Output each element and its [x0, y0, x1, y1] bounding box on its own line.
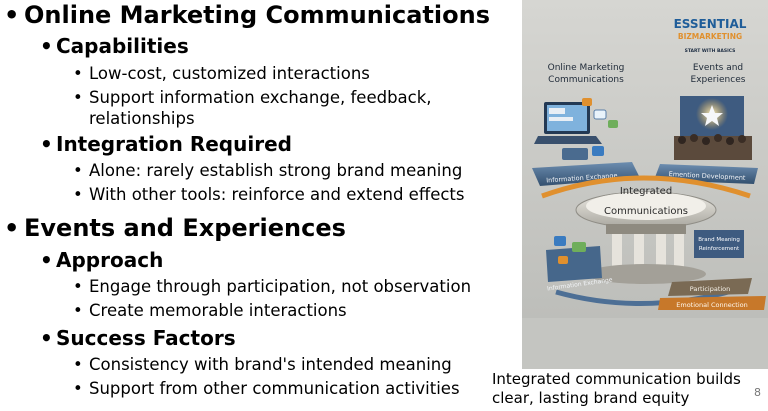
logo-subtext: BIZMARKETING — [678, 32, 742, 41]
bullet-marker: • — [73, 64, 83, 83]
heading-success-factors: •Success Factors — [40, 326, 236, 350]
illustration-svg: ESSENTIAL BIZMARKETING START WITH BASICS… — [522, 0, 768, 369]
bullet-item: •With other tools: reinforce and extend … — [73, 185, 465, 204]
laptop-base — [534, 136, 602, 144]
section-title-events: •Events and Experiences — [4, 214, 346, 242]
participation-tile — [668, 278, 752, 296]
right-column-title: Events and — [693, 63, 743, 73]
image-caption: Integrated communication builds clear, l… — [492, 370, 741, 407]
bullet-marker: • — [73, 185, 83, 204]
mail-icon — [592, 146, 604, 156]
bullet-marker: • — [73, 379, 83, 398]
pillar — [612, 234, 622, 270]
pedestal-base — [586, 264, 706, 284]
heading-integration-required: •Integration Required — [40, 132, 292, 156]
integrated-communications-illustration: ESSENTIAL BIZMARKETING START WITH BASICS… — [522, 0, 768, 369]
pillar — [656, 234, 666, 270]
bullet-marker: • — [73, 277, 83, 296]
pillar — [634, 234, 644, 270]
like-icon — [608, 120, 618, 128]
bullet-marker: • — [40, 326, 53, 350]
connection-arrow — [541, 175, 751, 199]
star-icon — [701, 105, 723, 126]
heading-capabilities: •Capabilities — [40, 34, 189, 58]
chat-bubble-icon — [593, 109, 607, 120]
bullet-marker: • — [4, 1, 20, 29]
phone-icon — [562, 148, 588, 160]
brand-meaning-label-line2: Reinforcement — [699, 246, 740, 252]
audience-member — [702, 137, 710, 145]
pedestal-band — [606, 224, 686, 234]
bullet-marker: • — [40, 132, 53, 156]
bullet-item: •Support information exchange, feedback,… — [73, 88, 432, 128]
logo-text: ESSENTIAL — [674, 17, 747, 31]
left-column-title: Online Marketing — [548, 63, 625, 73]
check-icon — [572, 242, 586, 252]
emotional-connection-label: Emotional Connection — [676, 301, 748, 309]
section-title-online-marketing: •Online Marketing Communications — [4, 1, 490, 29]
bullet-marker: • — [40, 34, 53, 58]
connection-arrow — [555, 287, 737, 306]
center-label-line2: Communications — [604, 206, 688, 217]
brand-meaning-panel — [694, 230, 744, 258]
bullet-item: •Create memorable interactions — [73, 301, 347, 320]
bullet-item: •Alone: rarely establish strong brand me… — [73, 161, 463, 180]
bullet-item: •Engage through participation, not obser… — [73, 277, 472, 296]
bullet-marker: • — [73, 355, 83, 374]
illustration-background — [522, 0, 768, 369]
lower-left-block — [546, 246, 602, 282]
bullet-item: •Consistency with brand's intended meani… — [73, 355, 452, 374]
bullet-marker: • — [73, 88, 83, 107]
right-column-title-line2: Experiences — [691, 75, 746, 85]
heart-icon — [558, 256, 568, 264]
thumbs-up-icon — [554, 236, 566, 246]
participation-label: Participation — [690, 285, 731, 293]
bullet-marker: • — [73, 301, 83, 320]
audience-member — [678, 136, 686, 144]
bullet-item: •Low-cost, customized interactions — [73, 64, 370, 83]
logo-tagline: START WITH BASICS — [685, 48, 736, 54]
laptop-card — [549, 117, 573, 121]
notification-icon — [582, 98, 592, 106]
laptop-card — [549, 108, 565, 114]
audience-member — [726, 137, 734, 145]
center-label: Integrated — [620, 186, 672, 197]
pedestal-surface — [586, 192, 706, 220]
left-column-title-line2: Communications — [548, 75, 624, 85]
emotional-connection-tile — [658, 296, 766, 310]
pillar — [674, 234, 684, 270]
bullet-marker: • — [73, 161, 83, 180]
audience-member — [714, 134, 722, 142]
bullet-marker: • — [4, 214, 20, 242]
audience-member — [738, 135, 746, 143]
illustration-floor — [522, 318, 768, 369]
heading-approach: •Approach — [40, 248, 164, 272]
audience-member — [690, 134, 698, 142]
page-number: 8 — [754, 386, 761, 399]
bullet-marker: • — [40, 248, 53, 272]
brand-meaning-label: Brand Meaning — [698, 237, 740, 243]
bullet-item: •Support from other communication activi… — [73, 379, 460, 398]
